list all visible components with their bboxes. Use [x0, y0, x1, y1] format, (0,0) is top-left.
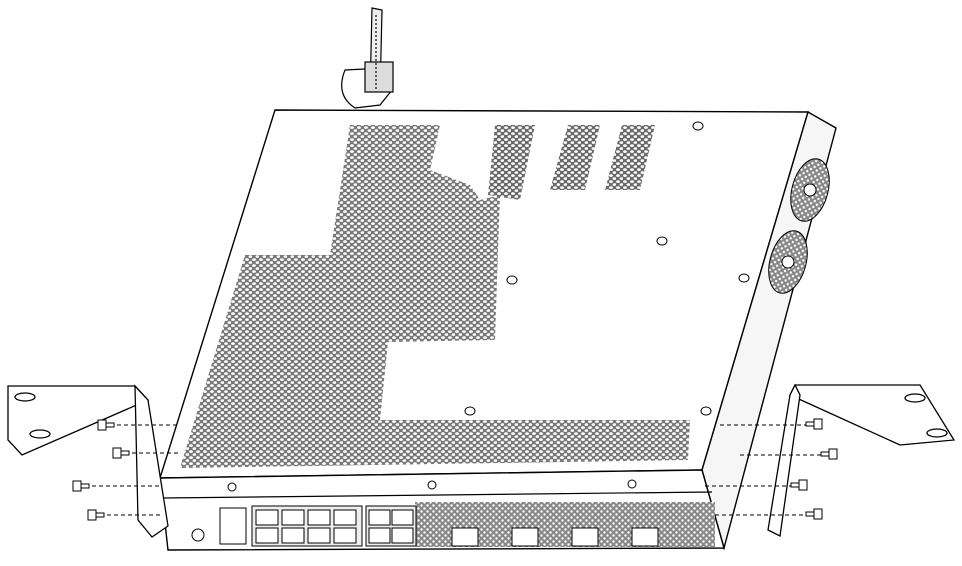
screw-icon [805, 418, 823, 430]
fan [768, 230, 808, 294]
cable-tie [341, 7, 394, 109]
vent-area [605, 125, 655, 190]
screw-icon [805, 508, 823, 520]
screw-icon [87, 509, 105, 521]
fan [790, 158, 830, 222]
screw-icon [790, 479, 808, 491]
screw-icon [72, 480, 90, 492]
chassis [159, 109, 837, 551]
screw-icon [820, 448, 838, 460]
right-mounting-bracket [767, 383, 956, 537]
screw-icon [112, 447, 130, 459]
sfp-ports [451, 527, 659, 547]
screw-icon [97, 419, 115, 431]
screws-right [705, 418, 838, 520]
vent-area [550, 125, 600, 190]
vent-area [180, 125, 690, 468]
copper-ports [191, 505, 417, 547]
left-mounting-bracket [7, 384, 169, 538]
screws-left [72, 419, 180, 521]
vent-area [488, 125, 535, 200]
